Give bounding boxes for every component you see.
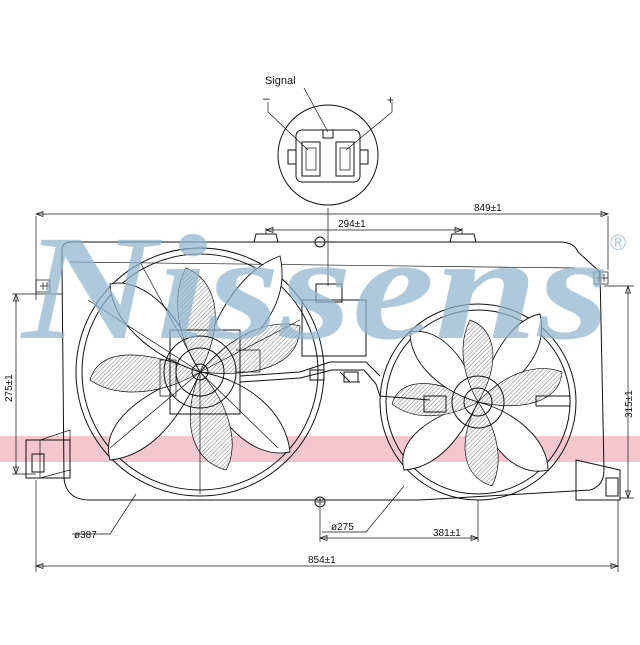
large-fan: [75, 247, 325, 497]
dim-small-fan-diameter: ø275: [331, 522, 354, 533]
connector-detail: Signal – +: [263, 75, 394, 206]
brand-watermark: Nissens ®: [20, 205, 627, 371]
dim-big-fan-diameter: ø387: [74, 530, 97, 541]
brand-logo-text: Nissens: [20, 205, 610, 371]
dim-mount-spacing: 294±1: [338, 219, 366, 230]
dimension-lines: [12, 211, 634, 572]
control-module: [239, 208, 431, 401]
dim-total-width-bottom: 854±1: [308, 555, 336, 566]
dim-left-height: 275±1: [4, 374, 15, 402]
small-fan: [379, 303, 577, 501]
registered-mark: ®: [610, 230, 626, 255]
plus-label: +: [387, 93, 394, 107]
dim-right-height: 315±1: [624, 390, 635, 418]
dim-total-width-top: 849±1: [474, 203, 502, 214]
minus-label: –: [263, 91, 270, 105]
dimension-labels: 849±1 294±1 275±1 315±1 ø387 ø275 381±1 …: [4, 203, 635, 566]
signal-label: Signal: [265, 75, 296, 87]
dim-small-fan-offset: 381±1: [433, 528, 461, 539]
